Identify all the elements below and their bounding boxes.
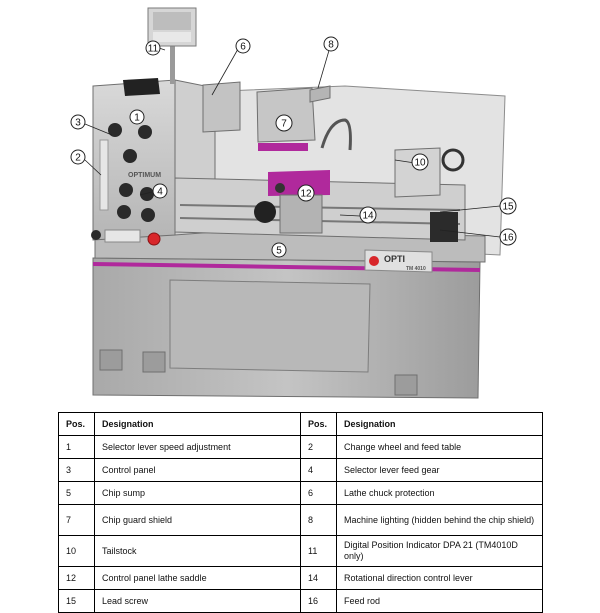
table-row: 1 Selector lever speed adjustment 2 Chan… [58,435,543,459]
cell-designation: Chip guard shield [94,504,301,536]
cell-designation: Lathe chuck protection [336,481,543,505]
callout-1: 1 [129,109,145,125]
table-row: 12 Control panel lathe saddle 14 Rotatio… [58,566,543,590]
svg-text:1: 1 [134,113,140,124]
lamp-arm [320,118,352,151]
callout-14: 14 [359,206,377,224]
apron-badge: OPTI TM 4010 [364,249,433,273]
header-pos-right: Pos. [300,412,337,436]
saddle-control-panel[interactable] [275,183,285,193]
svg-text:4: 4 [157,187,163,198]
table-header-row: Pos. Designation Pos. Designation [58,412,543,436]
machine-lighting [309,85,331,103]
handwheel[interactable] [254,201,276,223]
callout-10: 10 [411,153,429,171]
cell-pos: 3 [58,458,95,482]
feed-selector-levers[interactable] [117,183,155,222]
table-row: 10 Tailstock 11 Digital Position Indicat… [58,535,543,567]
callout-4: 4 [152,183,168,199]
right-side-housing [430,212,458,242]
cell-pos: 4 [300,458,337,482]
saddle [254,170,330,234]
cell-designation: Tailstock [94,535,301,567]
apron-logo: OPTI [384,254,405,264]
cell-designation: Change wheel and feed table [336,435,543,459]
header-designation-right: Designation [336,412,543,436]
cell-designation: Selector lever speed adjustment [94,435,301,459]
callout-leaders [84,46,501,238]
feed-table [99,139,109,211]
cell-designation: Control panel [94,458,301,482]
cell-pos: 15 [58,589,95,613]
table-row: 5 Chip sump 6 Lathe chuck protection [58,481,543,505]
svg-text:3: 3 [75,118,81,129]
callout-12: 12 [297,184,315,202]
cell-designation: Lead screw [94,589,301,613]
cell-pos: 6 [300,481,337,505]
svg-text:15: 15 [502,202,514,213]
cell-designation: Digital Position Indicator DPA 21 (TM401… [336,535,543,567]
svg-text:11: 11 [148,44,159,55]
callout-markers: 1 2 3 4 5 6 7 8 10 11 12 14 15 16 [70,36,517,258]
cell-pos: 11 [300,535,337,567]
cell-pos: 2 [300,435,337,459]
cell-designation: Rotational direction control lever [336,566,543,590]
speed-selector-levers[interactable] [108,123,152,163]
chuck-guard [202,81,241,133]
callout-15: 15 [499,197,517,215]
main-switch[interactable] [91,230,101,240]
svg-text:16: 16 [502,233,514,244]
cell-pos: 5 [58,481,95,505]
callout-8: 8 [323,36,339,52]
cell-pos: 12 [58,566,95,590]
table-row: 7 Chip guard shield 8 Machine lighting (… [58,504,543,536]
control-panel [104,229,141,243]
callout-11: 11 [145,40,161,56]
callout-2: 2 [70,149,86,165]
shield-magenta-band [258,143,308,151]
cell-designation: Feed rod [336,589,543,613]
headstock-logo: OPTIMUM [128,172,161,179]
cell-pos: 14 [300,566,337,590]
svg-text:8: 8 [328,40,334,51]
callout-5: 5 [271,242,287,258]
svg-text:6: 6 [240,42,246,53]
svg-text:5: 5 [276,246,282,257]
lathe-illustration: OPTIMUM [70,7,517,399]
stand-door [169,279,371,373]
table-row: 3 Control panel 4 Selector lever feed ge… [58,458,543,482]
cell-pos: 16 [300,589,337,613]
header-designation-left: Designation [94,412,301,436]
svg-text:7: 7 [281,119,287,130]
svg-text:12: 12 [300,189,312,200]
svg-text:10: 10 [414,158,426,169]
apron-model: TM 4010 [406,266,426,272]
cell-pos: 8 [300,504,337,536]
cell-designation: Chip sump [94,481,301,505]
cell-designation: Control panel lathe saddle [94,566,301,590]
cell-pos: 1 [58,435,95,459]
callout-7: 7 [275,114,293,132]
cell-designation: Machine lighting (hidden behind the chip… [336,504,543,536]
emergency-stop-button[interactable] [147,232,161,246]
callout-6: 6 [235,38,251,54]
digital-position-indicator [147,7,197,84]
callout-16: 16 [499,228,517,246]
tailstock-handwheel[interactable] [441,148,465,172]
headstock-cover-window [123,78,160,96]
svg-text:14: 14 [362,211,374,222]
machine-stand [92,257,481,399]
header-pos-left: Pos. [58,412,95,436]
tailstock [394,147,465,198]
svg-text:2: 2 [75,153,81,164]
cell-designation: Selector lever feed gear [336,458,543,482]
callout-3: 3 [70,114,86,130]
table-row: 15 Lead screw 16 Feed rod [58,589,543,613]
cell-pos: 7 [58,504,95,536]
legend-table: Pos. Designation Pos. Designation 1 Sele… [58,412,543,613]
cell-pos: 10 [58,535,95,567]
